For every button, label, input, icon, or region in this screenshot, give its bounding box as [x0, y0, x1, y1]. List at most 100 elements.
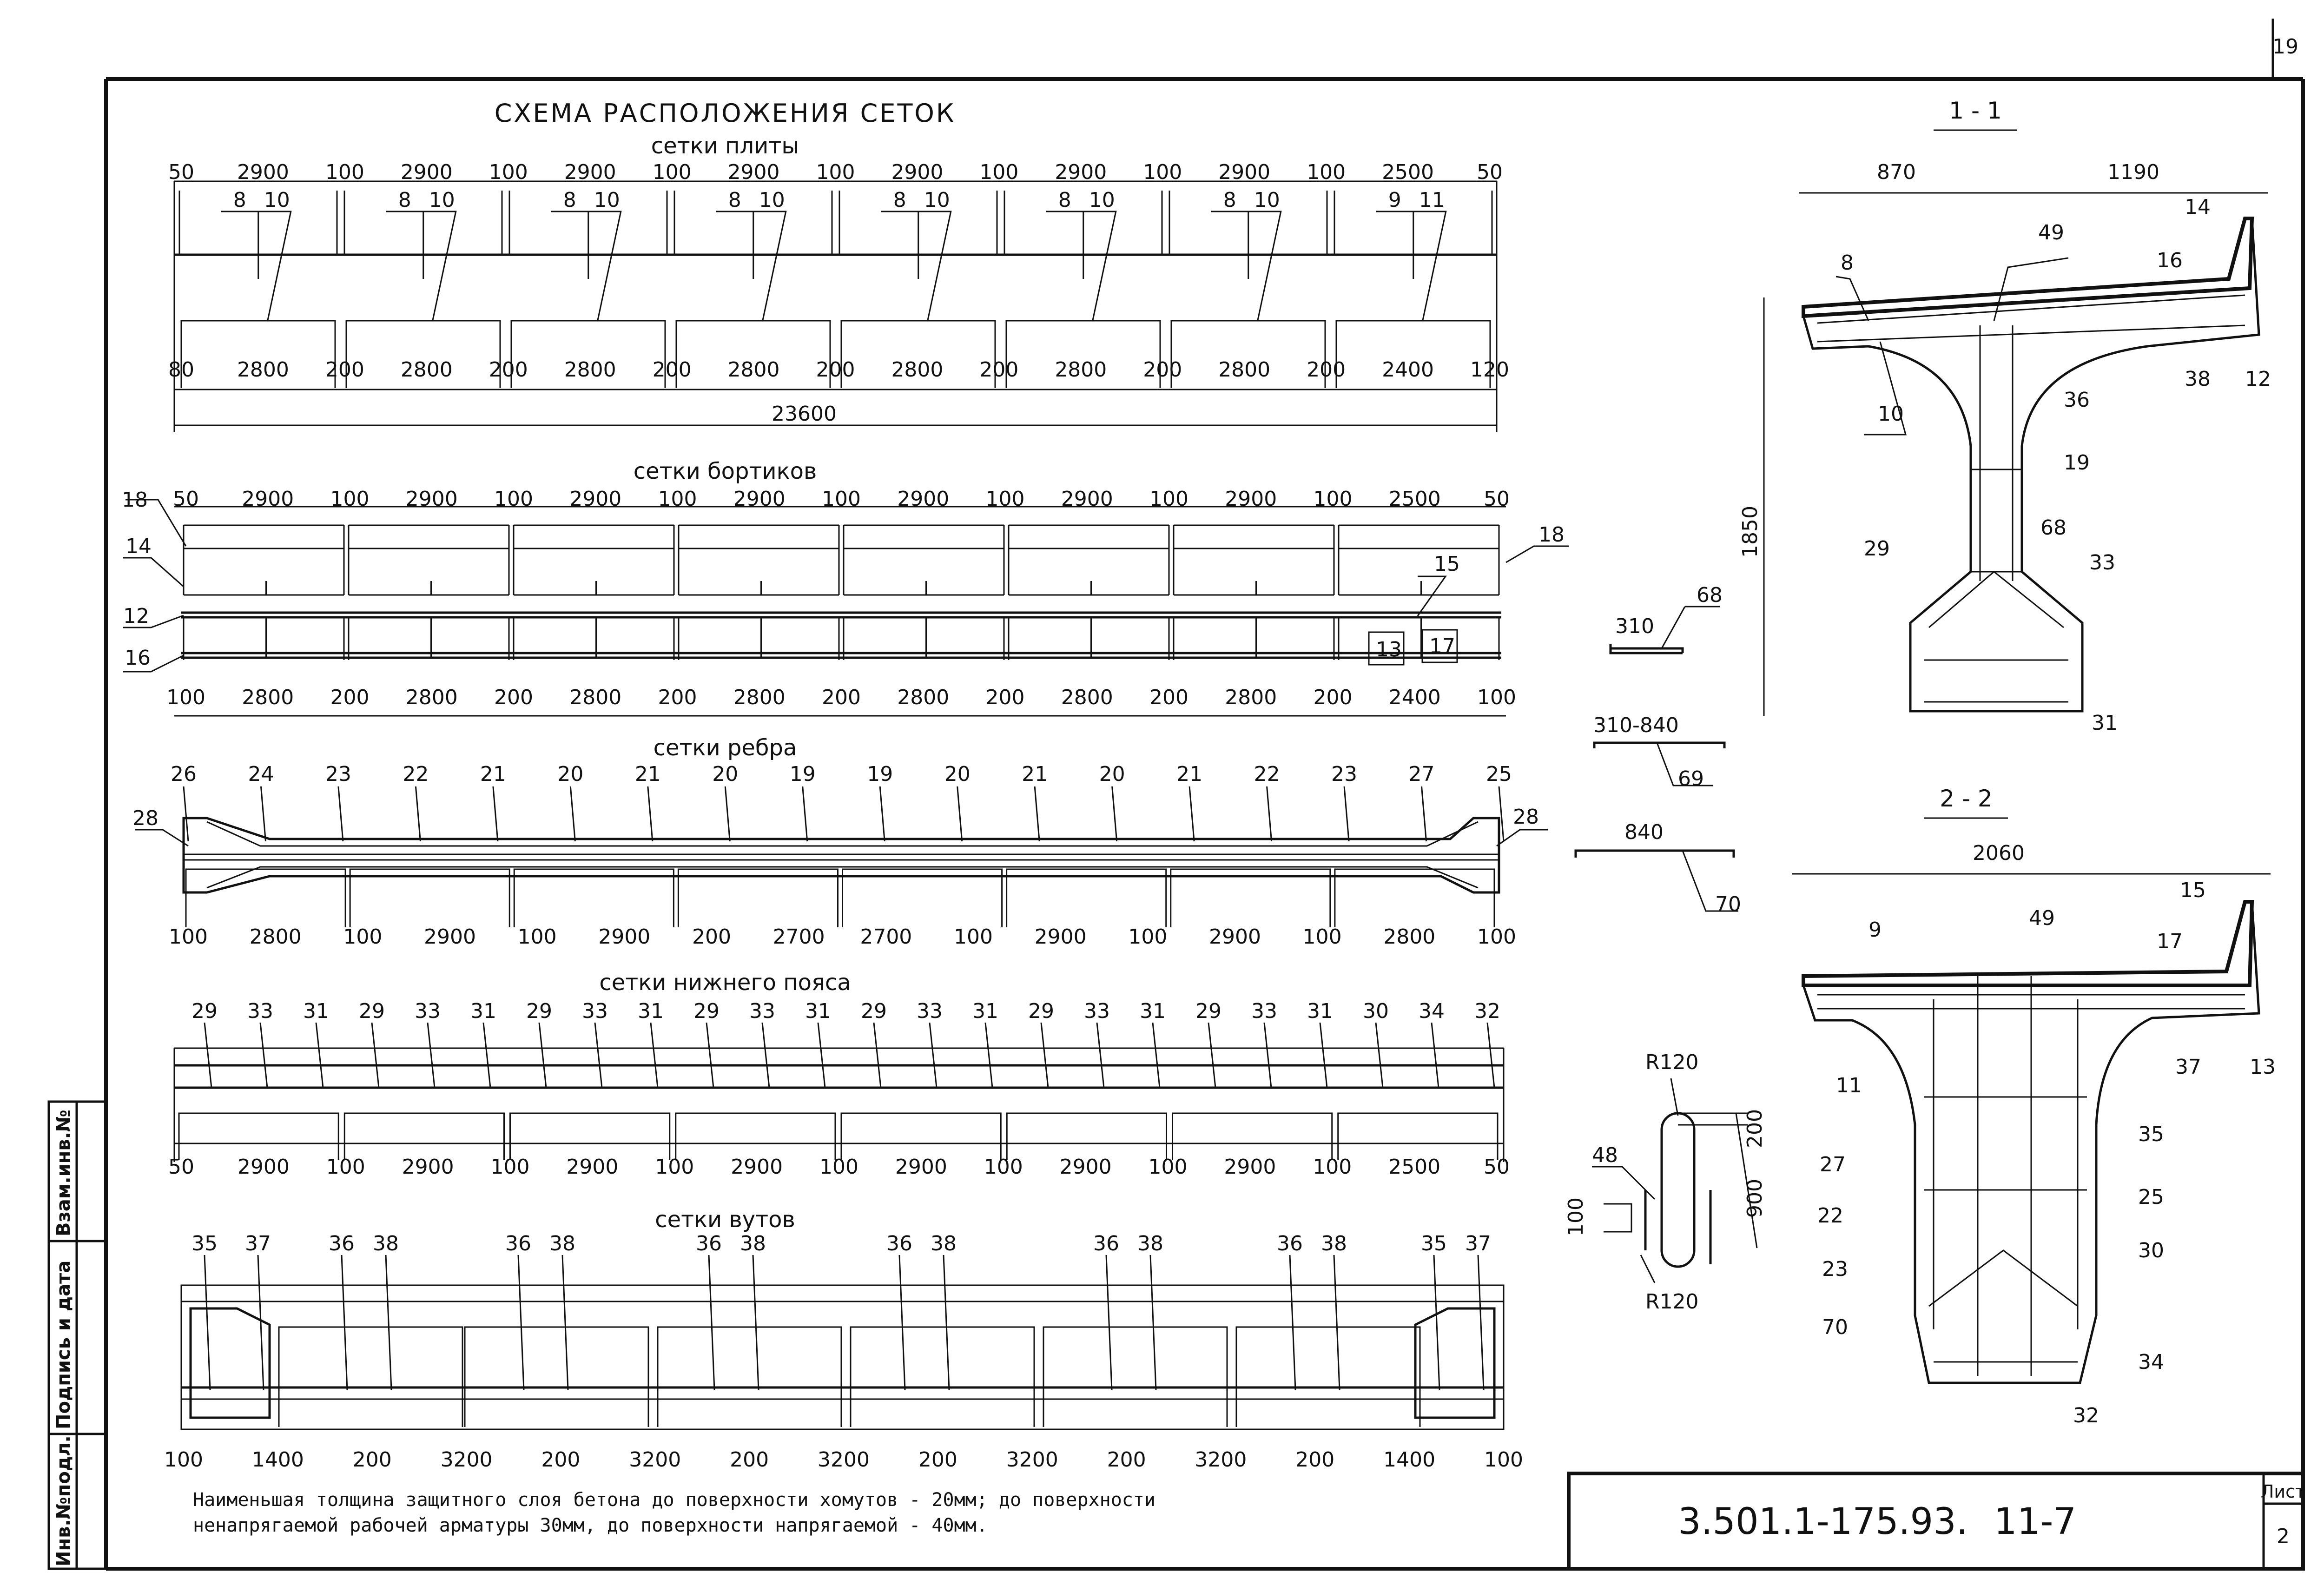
- rib-bottom-dim-10: 2900: [1035, 925, 1087, 949]
- plate-bottom-dim-8: 200: [816, 358, 855, 382]
- haunch-mark-2: 36: [329, 1232, 355, 1255]
- bottom-bottom-dim-12: 100: [1149, 1155, 1188, 1179]
- rib-mark-5: 20: [557, 762, 583, 786]
- board-top-mesh: [348, 524, 510, 596]
- section-11-mark-12: 12: [2245, 367, 2271, 391]
- sheet-frame: 19: [104, 19, 2305, 1571]
- plate-top-dim-13: 2900: [1218, 160, 1270, 184]
- haunch-mark-0: 35: [191, 1232, 218, 1255]
- doc-code-suffix: 11-7: [1994, 1501, 2076, 1543]
- plate-bottom-dim-7: 2800: [728, 358, 780, 382]
- haunch-title: сетки вутов: [655, 1207, 795, 1233]
- haunch-mark-11: 38: [1137, 1232, 1163, 1255]
- bottom-leader: [482, 1022, 491, 1088]
- board-bottom-dim-15: 2400: [1389, 686, 1441, 709]
- rib-mark-6: 21: [635, 762, 661, 786]
- title-block: 3.501.1-175.93. 11-7 Лист 2: [1567, 1472, 2305, 1571]
- haunch-leader: [1105, 1255, 1113, 1390]
- stamp-podpis: Подпись и дата: [53, 1261, 74, 1429]
- bottom-mark-8: 31: [638, 999, 664, 1023]
- haunch-leader: [1333, 1255, 1340, 1390]
- rib-bottom-dim-3: 2900: [424, 925, 476, 949]
- rib-leader: [1188, 786, 1195, 842]
- haunch-mark-6: 36: [696, 1232, 722, 1255]
- plate-bottom-mesh: [1170, 320, 1326, 388]
- board-top-dim-0: 50: [173, 487, 199, 511]
- board-bottom-dim-4: 200: [494, 686, 533, 709]
- board-mark-15: 15: [1434, 552, 1460, 576]
- plate-leader: [1211, 211, 1249, 279]
- section-22-mark-70: 70: [1822, 1315, 1848, 1339]
- board-top-dim-2: 100: [330, 487, 370, 511]
- plate-leader: [1083, 211, 1117, 321]
- plate-top-mesh-edge: [1334, 191, 1493, 256]
- bar-68-length: 310: [1615, 614, 1654, 638]
- stamp-inv-podl: Инв.№подл.: [53, 1435, 74, 1566]
- bottom-leader: [427, 1022, 436, 1088]
- bottom-leader: [1152, 1022, 1161, 1088]
- bottom-mark-17: 31: [1140, 999, 1166, 1023]
- plate-mark: 8: [1223, 188, 1236, 212]
- section-22-title: 2 - 2: [1940, 785, 1992, 812]
- plate-top-dim-4: 100: [489, 160, 528, 184]
- board-mark-16: 16: [125, 646, 151, 670]
- rib-title: сетки ребра: [654, 735, 797, 761]
- board-top-dim-9: 2900: [897, 487, 949, 511]
- plate-top-dim-8: 100: [816, 160, 855, 184]
- section-11-mark-38: 38: [2185, 367, 2211, 391]
- bottom-leader: [1096, 1022, 1105, 1088]
- haunch-bottom-dim-3: 3200: [441, 1448, 493, 1472]
- section-22-mark-13: 13: [2250, 1055, 2276, 1079]
- section-11-mark-14: 14: [2185, 195, 2211, 219]
- haunch-leader: [517, 1255, 525, 1390]
- rib-bottom-dim-5: 2900: [598, 925, 650, 949]
- board-bottom-mesh: [1338, 618, 1500, 660]
- board-top-dim-1: 2900: [242, 487, 294, 511]
- plate-top-mesh-edge: [838, 191, 998, 256]
- plate-bottom-dim-6: 200: [653, 358, 692, 382]
- bottom-bottom-dim-4: 100: [491, 1155, 530, 1179]
- section-11-mark-49: 49: [2038, 221, 2064, 244]
- plate-bottom-mesh: [510, 320, 666, 388]
- board-bottom-dim-14: 200: [1314, 686, 1353, 709]
- rib-bottom-dim-4: 100: [518, 925, 557, 949]
- section-11-mark-29: 29: [1864, 537, 1890, 561]
- plate-bottom-dim-2: 200: [325, 358, 364, 382]
- rib-bottom-dim-13: 100: [1303, 925, 1342, 949]
- rib-leader: [802, 786, 808, 842]
- bottom-leader: [594, 1022, 603, 1088]
- section-22-mark-11: 11: [1836, 1074, 1862, 1097]
- board-bottom-dim-13: 2800: [1225, 686, 1277, 709]
- plate-top-dim-0: 50: [168, 160, 194, 184]
- bar-dim-900: 900: [1743, 1179, 1767, 1218]
- rib-mark-4: 21: [480, 762, 506, 786]
- bottom-mesh: [509, 1112, 671, 1160]
- bottom-mark-2: 31: [303, 999, 329, 1023]
- section-22-mark-15: 15: [2180, 879, 2206, 902]
- bottom-mesh: [840, 1112, 1002, 1160]
- list-label: Лист: [2261, 1481, 2305, 1502]
- board-top-dim-12: 100: [1149, 487, 1188, 511]
- rib-leader: [1266, 786, 1273, 842]
- rib-mesh: [349, 868, 510, 927]
- bottom-mark-4: 33: [415, 999, 441, 1023]
- plate-leader: [918, 211, 952, 321]
- bottom-leader: [929, 1022, 938, 1088]
- plate-mark: 10: [1089, 188, 1115, 212]
- bar-48-mark: 48: [1592, 1143, 1618, 1167]
- doc-code: 3.501.1-175.93.: [1678, 1501, 1968, 1543]
- page-number: 19: [2272, 35, 2298, 59]
- board-bottom-dim-7: 2800: [733, 686, 786, 709]
- board-top-mesh: [1173, 524, 1335, 596]
- plate-bottom-dim-5: 2800: [564, 358, 616, 382]
- board-bottom-dim-8: 200: [822, 686, 861, 709]
- bottom-mesh: [178, 1112, 339, 1160]
- haunch-mark-13: 38: [1321, 1232, 1347, 1255]
- plate-mark: 10: [429, 188, 455, 212]
- bottom-title: сетки нижнего пояса: [599, 970, 851, 996]
- bottom-bottom-dim-1: 2900: [238, 1155, 290, 1179]
- bottom-bottom-dim-11: 2900: [1060, 1155, 1112, 1179]
